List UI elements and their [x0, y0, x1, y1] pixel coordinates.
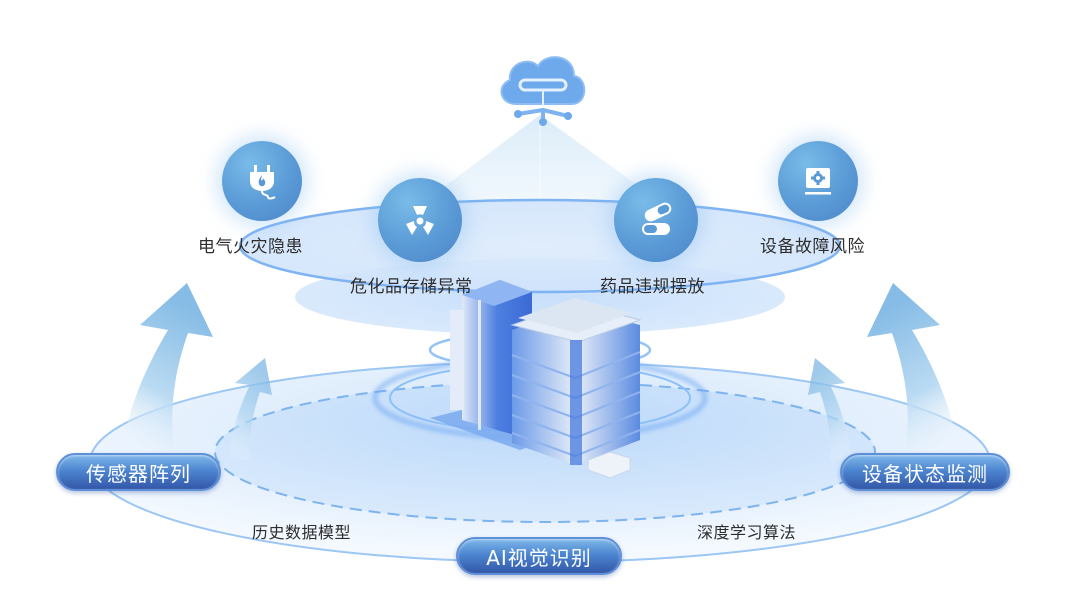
risk-label-hazmat: 危化品存储异常	[350, 277, 473, 297]
method-label-deep-learning: 深度学习算法	[697, 523, 797, 542]
tech-sensor-array-button[interactable]: 传感器阵列	[56, 453, 221, 491]
tech-equipment-monitoring-button[interactable]: 设备状态监测	[840, 453, 1010, 491]
building-icon	[430, 280, 642, 479]
equipment-gear-monitor-icon	[805, 168, 831, 195]
risk-node-hazmat[interactable]	[378, 178, 462, 262]
tech-ai-vision-button[interactable]: AI视觉识别	[456, 537, 622, 575]
risk-label-equipment: 设备故障风险	[760, 237, 865, 257]
risk-node-equipment[interactable]	[778, 141, 858, 221]
method-label-history-model: 历史数据模型	[252, 523, 352, 542]
risk-label-electric-fire: 电气火灾隐患	[198, 237, 303, 257]
risk-node-medicine[interactable]	[614, 178, 698, 262]
radiation-hazard-icon	[406, 206, 434, 235]
electric-plug-fire-icon	[250, 165, 276, 200]
cloud-network-icon	[488, 46, 598, 128]
pills-capsule-icon	[642, 202, 672, 235]
risk-node-electric-fire[interactable]	[222, 141, 302, 221]
risk-label-medicine: 药品违规摆放	[600, 277, 705, 297]
